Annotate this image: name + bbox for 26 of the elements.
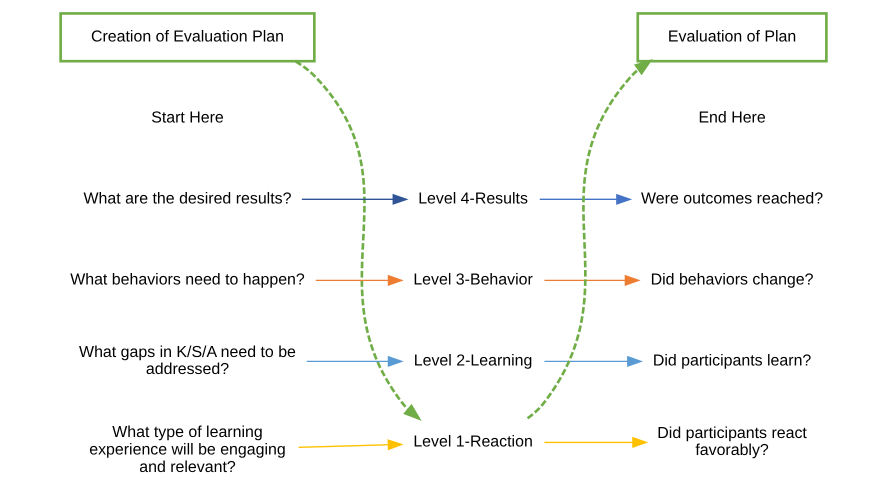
node-text: Were outcomes reached? bbox=[641, 190, 824, 208]
label: End Here bbox=[698, 109, 766, 126]
node-text: Did participants react favorably? bbox=[657, 424, 807, 460]
arrow bbox=[540, 194, 632, 205]
label: Start Here bbox=[151, 109, 224, 126]
node-text: Did participants learn? bbox=[652, 352, 812, 370]
arrow bbox=[306, 356, 404, 367]
arrow bbox=[526, 58, 653, 420]
node-text: Level 4-Results bbox=[418, 190, 528, 208]
arrow bbox=[298, 439, 404, 450]
arrow bbox=[316, 274, 404, 286]
node-text: Level 1-Reaction bbox=[413, 434, 533, 451]
node-text: What behaviors need to happen? bbox=[70, 271, 305, 288]
arrow bbox=[544, 436, 648, 448]
node-text: What type of learning experience will be engaging and relevant? bbox=[89, 424, 286, 476]
node-box: Evaluation of Plan bbox=[636, 12, 828, 63]
arrow bbox=[544, 274, 641, 286]
arrow bbox=[544, 356, 644, 367]
node-text: What are the desired results? bbox=[84, 190, 292, 208]
node-box: Creation of Evaluation Plan bbox=[59, 12, 316, 63]
node-text: What gaps in K/S/A need to be addressed? bbox=[79, 344, 296, 378]
arrow bbox=[294, 60, 422, 421]
node-text: Did behaviors change? bbox=[650, 271, 814, 288]
arrow bbox=[302, 194, 409, 205]
node-text: Level 3-Behavior bbox=[413, 271, 533, 288]
node-text: Level 2-Learning bbox=[414, 352, 532, 370]
